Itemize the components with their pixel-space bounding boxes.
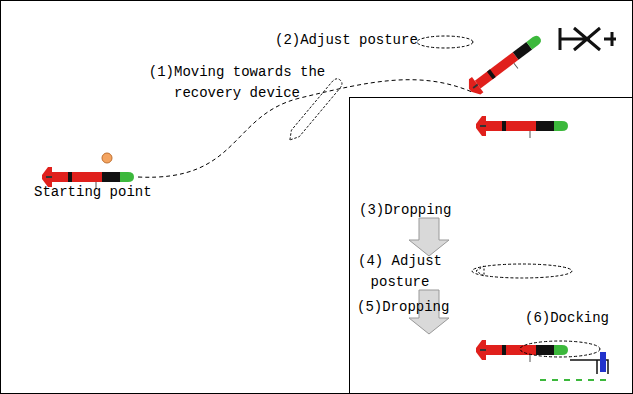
seabed	[540, 379, 606, 381]
auv-approach	[464, 30, 546, 99]
step-label: (4) Adjust posture	[353, 251, 447, 293]
dock-post	[600, 352, 606, 372]
step-label: (6)Docking	[525, 308, 609, 329]
auv-drop	[476, 116, 568, 138]
panel-frame	[350, 98, 633, 394]
down-arrow	[409, 218, 449, 256]
recovery-device	[560, 28, 616, 50]
posture-ellipse	[417, 36, 473, 48]
posture-ellipse	[472, 264, 572, 278]
panel: (3)Dropping (4) Adjust posture (5)Dropping…	[349, 97, 633, 394]
annotation: (2)Adjust posture	[275, 30, 418, 51]
step-label: (5)Dropping	[357, 297, 449, 318]
step-label: (3)Dropping	[359, 200, 451, 221]
annotation: Starting point	[34, 182, 152, 203]
annotation: (1)Moving towards the recovery device	[146, 62, 328, 104]
start-dot	[102, 153, 112, 163]
docking-ellipse	[520, 341, 600, 357]
